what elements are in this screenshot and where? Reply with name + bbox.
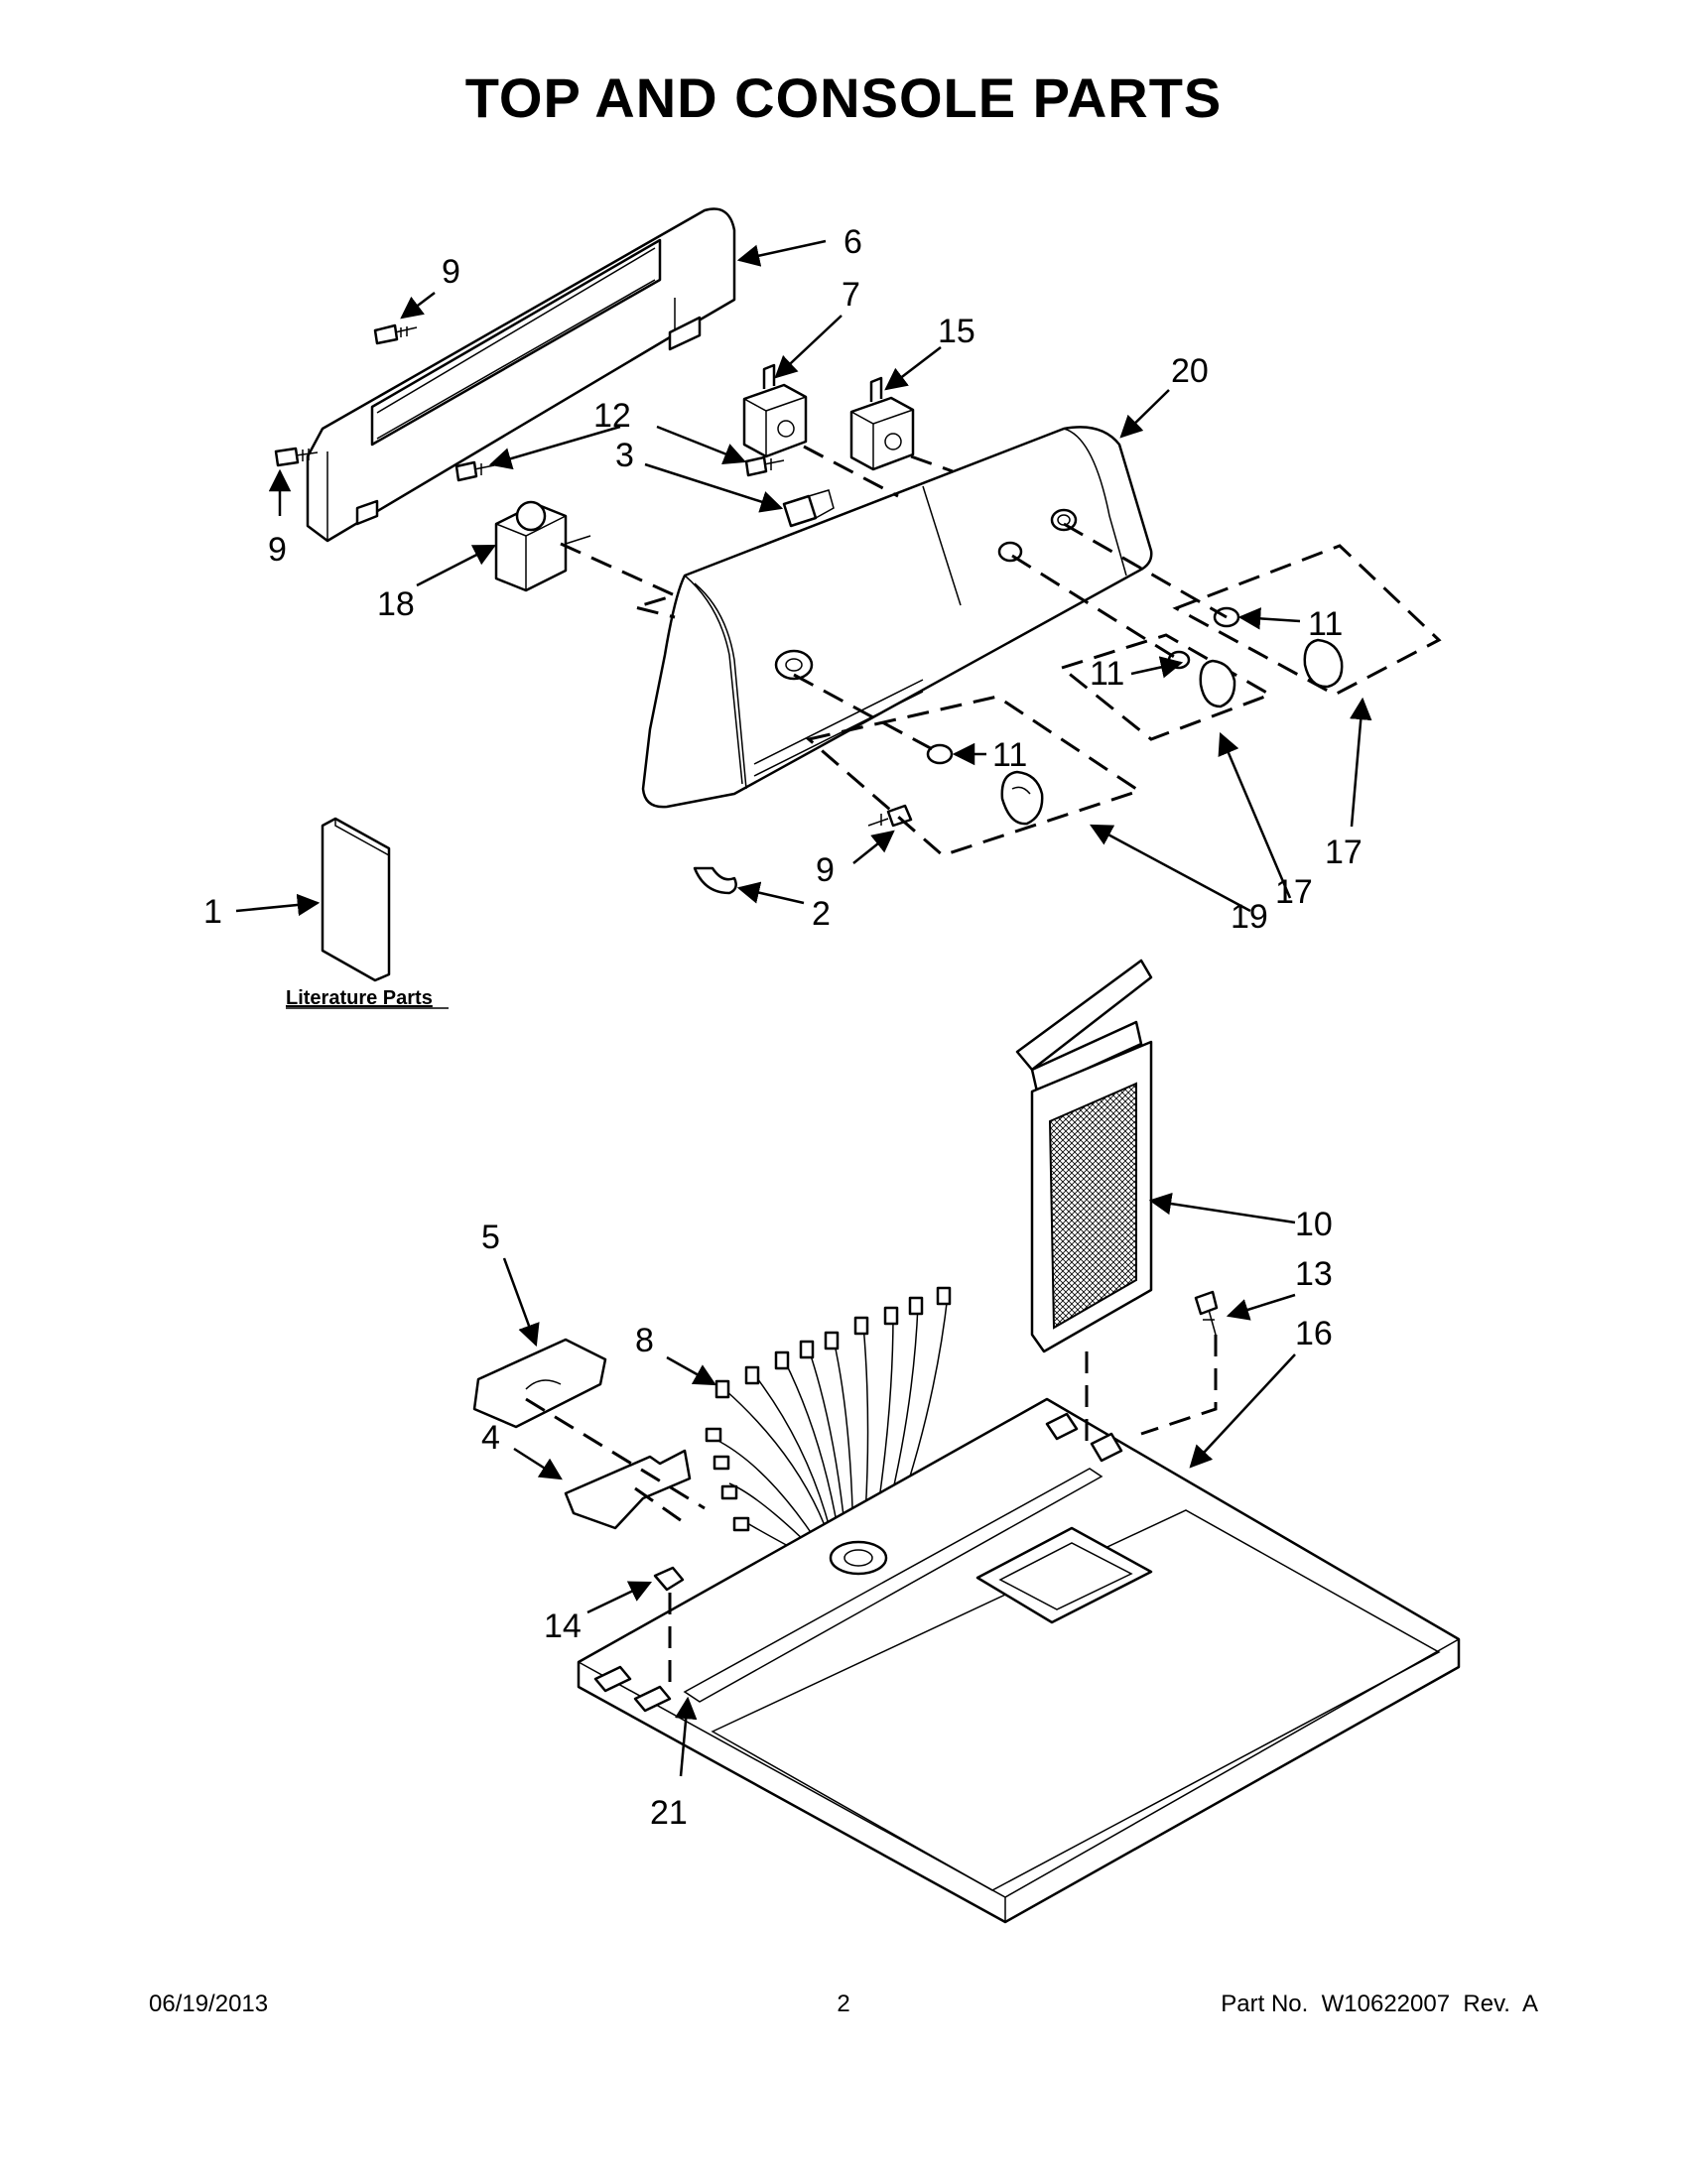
knob-kit-19 (805, 695, 1143, 857)
callout-11-center: 11 (1090, 655, 1124, 693)
callout-17-right: 17 (1325, 834, 1363, 871)
bracket-part-3 (782, 489, 835, 528)
switch-part-15 (849, 376, 915, 471)
callout-15: 15 (938, 313, 975, 350)
literature-part-1 (321, 817, 391, 982)
footer-date: 06/19/2013 (149, 1991, 269, 2017)
callout-12: 12 (593, 397, 631, 435)
callout-10: 10 (1295, 1206, 1333, 1243)
footer-page-number: 2 (837, 1991, 850, 2017)
wire-harness-part-8 (705, 1286, 952, 1569)
lint-screen-part-10 (1015, 959, 1153, 1353)
callout-17-left: 17 (1275, 873, 1313, 911)
callout-4: 4 (481, 1419, 500, 1457)
switch-part-7 (742, 363, 808, 458)
screw-12-right (744, 455, 785, 477)
callout-3: 3 (615, 437, 634, 474)
callout-numbers: 6 9 7 15 20 12 3 9 18 11 11 11 9 2 17 17… (203, 223, 1363, 1832)
callout-7: 7 (842, 276, 860, 314)
clip-part-2 (693, 866, 737, 895)
screw-12-left (454, 460, 495, 482)
callout-6: 6 (844, 223, 862, 261)
top-panel-part-16 (577, 1397, 1461, 1924)
clip-part-14 (653, 1566, 685, 1592)
callout-21: 21 (650, 1794, 688, 1832)
screw-9-upper (373, 323, 418, 345)
callout-18: 18 (377, 585, 415, 623)
rear-console-panel (306, 207, 736, 543)
screw-part-13 (1194, 1290, 1219, 1336)
callout-8: 8 (635, 1322, 654, 1359)
screw-9-left (274, 447, 319, 467)
bracket-part-4 (564, 1449, 692, 1530)
page-title: TOP AND CONSOLE PARTS (464, 66, 1223, 129)
footer-part-number: Part No. W10622007 Rev. A (1221, 1991, 1538, 2017)
callout-9-top: 9 (442, 253, 460, 291)
callout-20: 20 (1171, 352, 1209, 390)
timer-part-18 (494, 500, 591, 592)
literature-parts-label: Literature Parts (286, 987, 433, 1009)
leader-arrows (235, 239, 1372, 1777)
callout-9-left: 9 (268, 531, 287, 569)
bracket-part-5 (472, 1338, 607, 1429)
callout-5: 5 (481, 1219, 500, 1256)
callout-9-bottom: 9 (816, 851, 835, 889)
callout-19: 19 (1231, 898, 1268, 936)
callout-1: 1 (203, 893, 222, 931)
callout-13: 13 (1295, 1255, 1333, 1293)
screw-9-bottom (867, 804, 913, 828)
callout-16: 16 (1295, 1315, 1333, 1352)
callout-2: 2 (812, 895, 831, 933)
callout-14: 14 (544, 1607, 582, 1645)
callout-11-right: 11 (1308, 605, 1343, 643)
callout-11-left: 11 (992, 736, 1027, 774)
